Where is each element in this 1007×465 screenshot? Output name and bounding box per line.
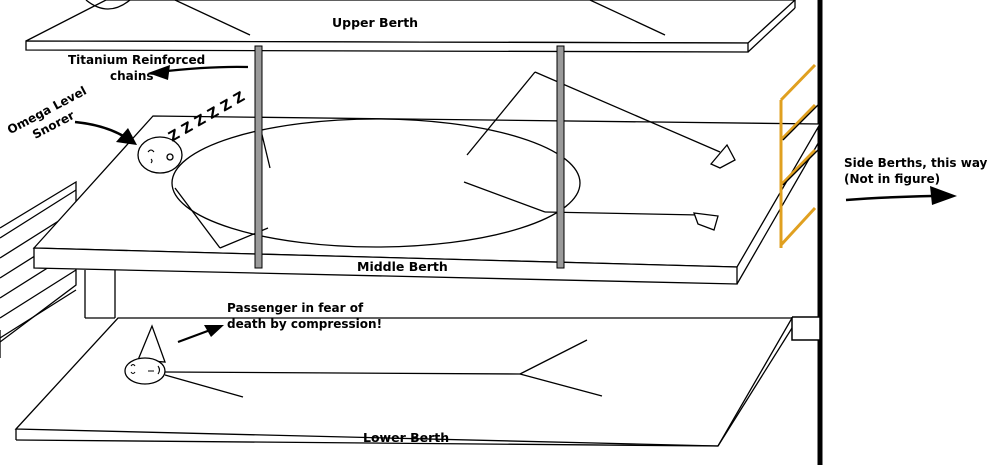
side-berths-label-line2: (Not in figure): [844, 172, 941, 186]
chains-label-line2: chains: [110, 69, 154, 83]
chains: [254, 45, 565, 269]
passenger-head: [124, 357, 166, 385]
chains-label-line1: Titanium Reinforced: [68, 53, 206, 67]
ladder: [779, 63, 817, 248]
upper-berth: [25, 0, 796, 53]
chain-right: [556, 45, 565, 269]
middle-berth-label: Middle Berth: [357, 259, 448, 274]
arrow-passenger: [177, 325, 224, 344]
snorer-figure: [137, 71, 736, 249]
chain-left: [254, 45, 263, 269]
arrow-chains: [148, 65, 249, 80]
snorer-head: [137, 136, 183, 174]
lower-berth-label: Lower Berth: [363, 430, 450, 445]
wall-bracket: [791, 316, 821, 341]
arrow-snorer: [74, 120, 137, 145]
upper-berth-label: Upper Berth: [332, 15, 419, 30]
passenger-label-line2: death by compression!: [227, 317, 383, 331]
snorer-belly: [171, 118, 581, 248]
side-berths-label-line1: Side Berths, this way: [844, 156, 988, 170]
lower-berth: [14, 317, 794, 447]
passenger-label-line1: Passenger in fear of: [227, 301, 364, 315]
arrow-side-berths: [845, 186, 957, 205]
passenger-figure: [124, 324, 603, 398]
snorer-label: Omega Level Snorer: [5, 84, 89, 142]
